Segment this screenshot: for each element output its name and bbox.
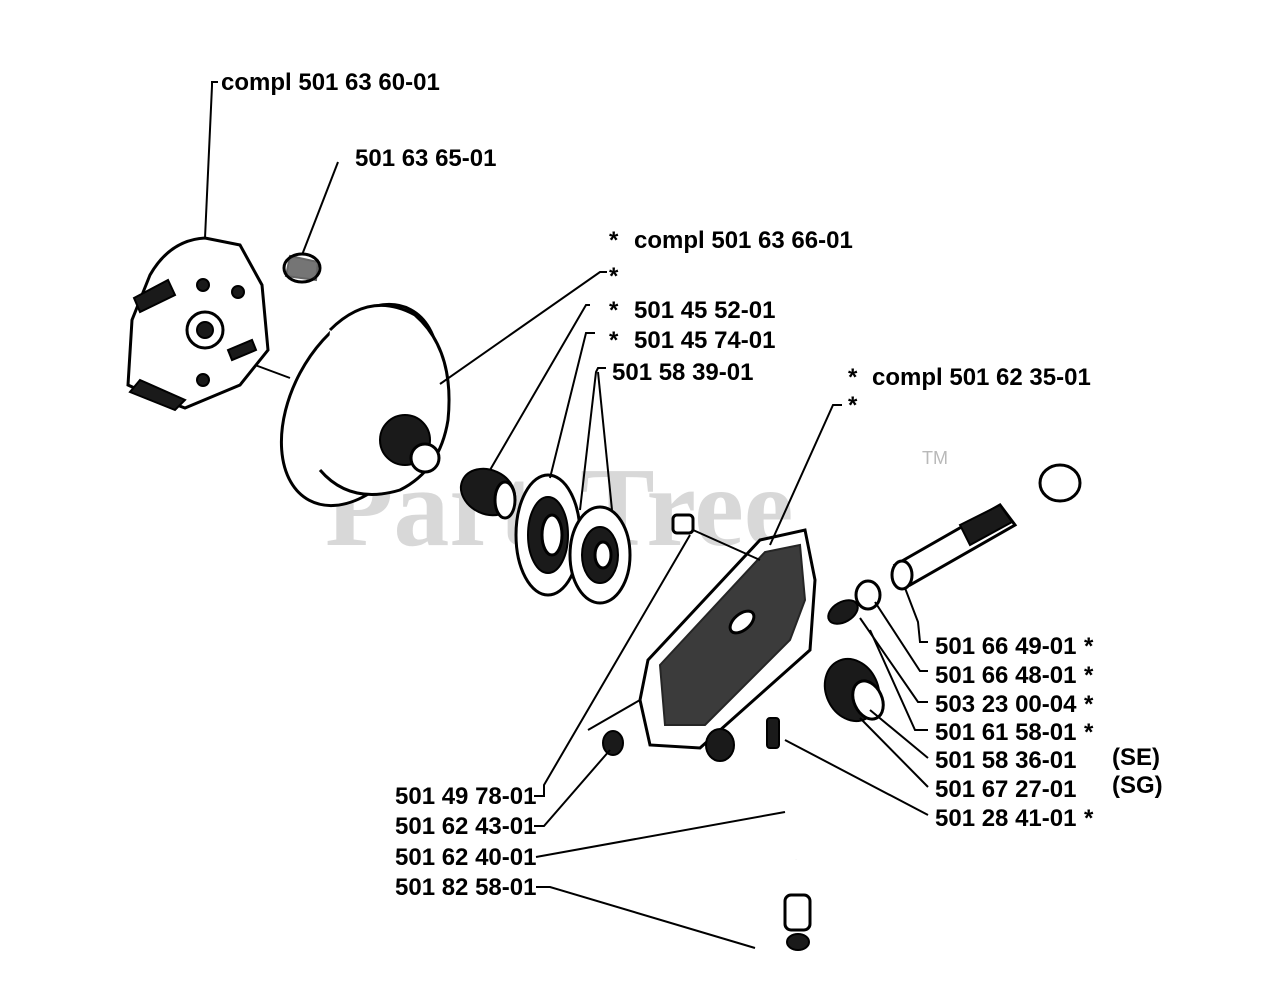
label-pump-star: * <box>848 392 858 419</box>
label-gear-sg: 501 67 27-01 <box>935 776 1076 803</box>
pump-shaft-part[interactable] <box>890 503 1018 591</box>
label-clutch-compl: compl 501 63 60-01 <box>221 69 440 96</box>
label-washer: 501 45 74-01 <box>634 327 775 354</box>
oil-pump-part[interactable] <box>638 528 817 750</box>
label-gear-se-tag: (SE) <box>1112 744 1160 771</box>
oil-hose-part[interactable] <box>705 728 800 901</box>
label-gear-sg-tag: (SG) <box>1112 772 1163 799</box>
label-washer-star: * <box>609 327 619 354</box>
label-spring: 501 66 48-01 <box>935 662 1076 689</box>
label-pump-compl: compl 501 62 35-01 <box>872 364 1091 391</box>
pump-cap-part[interactable] <box>1038 463 1082 503</box>
label-spring-star: * <box>1084 662 1094 689</box>
label-clutch-spring: 501 63 65-01 <box>355 145 496 172</box>
pump-bolt-part[interactable] <box>671 513 695 535</box>
worm-gear-part[interactable] <box>815 650 889 730</box>
pump-spring-part[interactable] <box>824 595 862 628</box>
label-washer2: 503 23 00-04 <box>935 691 1077 718</box>
bearing-part[interactable] <box>453 460 522 524</box>
label-filter: 501 82 58-01 <box>395 874 536 901</box>
label-shaft: 501 66 49-01 <box>935 633 1076 660</box>
washer-part[interactable] <box>568 505 632 605</box>
label-plunger-star: * <box>1084 719 1094 746</box>
part-labels: compl 501 63 60-01 501 63 65-01 * compl … <box>221 69 1163 901</box>
seal-part[interactable] <box>602 730 624 756</box>
pump-washer-part[interactable] <box>854 579 882 611</box>
label-plunger: 501 61 58-01 <box>935 719 1076 746</box>
label-shaft-star: * <box>1084 633 1094 660</box>
label-hose: 501 62 40-01 <box>395 844 536 871</box>
clutch-part[interactable] <box>126 236 291 412</box>
label-seal: 501 62 43-01 <box>395 813 536 840</box>
label-bearing: 501 45 52-01 <box>634 297 775 324</box>
label-screw: 501 28 41-01 <box>935 805 1076 832</box>
label-drum-star: * <box>609 263 619 290</box>
label-bolt: 501 49 78-01 <box>395 783 536 810</box>
pump-screw-part[interactable] <box>766 717 780 749</box>
label-drum-compl: compl 501 63 66-01 <box>634 227 853 254</box>
oil-filter-part[interactable] <box>783 893 812 951</box>
label-gear-se: 501 58 36-01 <box>935 747 1076 774</box>
label-drum-compl-star: * <box>609 227 619 254</box>
leader-lines <box>204 81 929 949</box>
clutch-drum-part[interactable] <box>249 278 470 533</box>
watermark-trademark: TM <box>922 448 948 468</box>
clutch-spring-part[interactable] <box>282 252 322 284</box>
label-bearing-star: * <box>609 297 619 324</box>
label-pump-compl-star: * <box>848 364 858 391</box>
label-cover: 501 58 39-01 <box>612 359 753 386</box>
label-screw-star: * <box>1084 805 1094 832</box>
rim-sprocket-part[interactable] <box>514 473 582 597</box>
label-washer2-star: * <box>1084 691 1094 718</box>
